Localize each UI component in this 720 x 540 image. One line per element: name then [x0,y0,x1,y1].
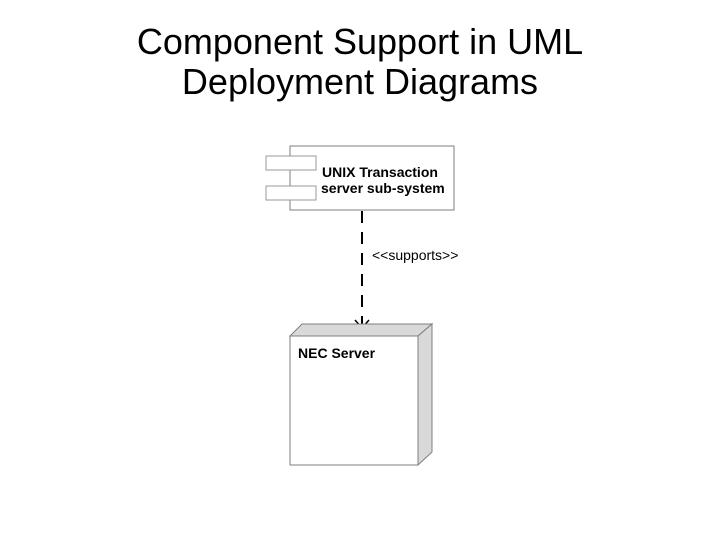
component-name-line-2: server sub-system [321,180,445,196]
title-line-2: Deployment Diagrams [181,61,539,102]
component-body [289,145,455,211]
slide-title: Component Support in UML Deployment Diag… [0,22,720,102]
component-port-bottom [265,185,317,201]
component-name-line-1: UNIX Transaction [322,164,438,180]
node-name: NEC Server [298,345,376,361]
dependency-stereotype: <<supports>> [372,247,458,263]
node-top-face [288,323,434,337]
node-front-face [289,335,419,466]
title-line-1: Component Support in UML [136,21,584,62]
component[interactable]: UNIX Transaction server sub-system [265,145,455,211]
node-side-face [417,322,433,467]
node[interactable]: NEC Server [288,322,434,467]
dependency-arrow[interactable]: <<supports>> [354,211,458,330]
component-port-top [265,155,317,171]
